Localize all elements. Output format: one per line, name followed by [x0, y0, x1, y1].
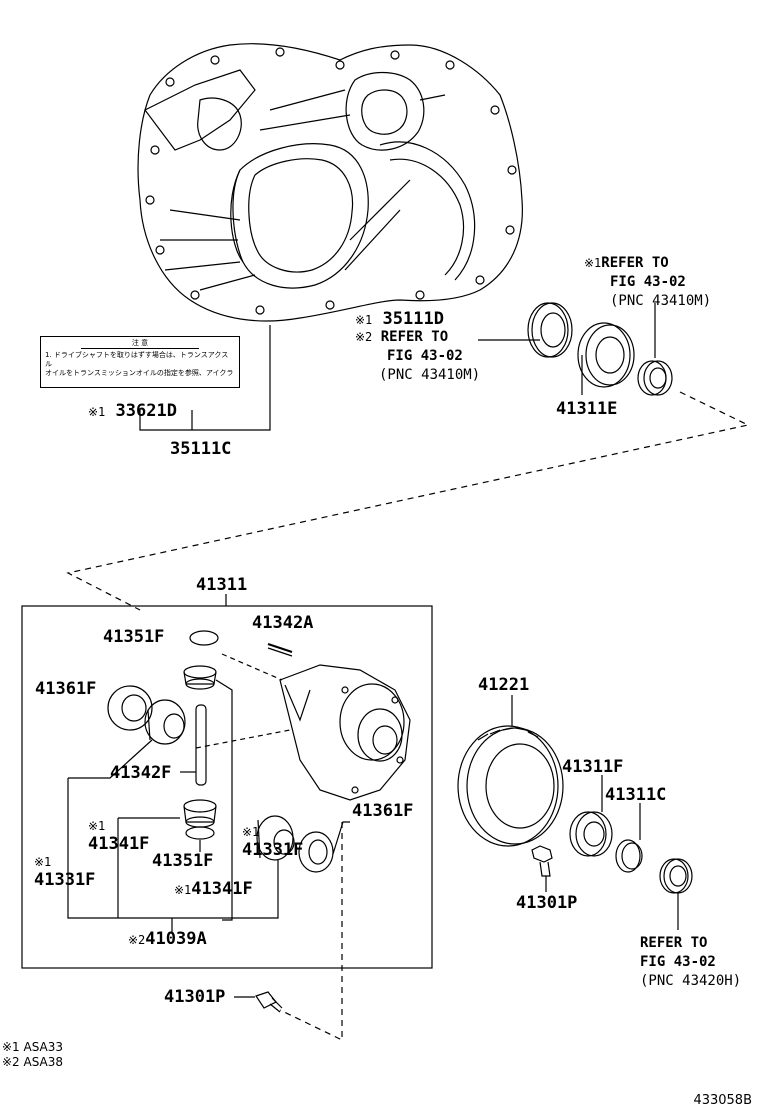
ref-line-3: (PNC 43420H): [640, 973, 742, 989]
mark-1: ※1: [88, 405, 106, 419]
ref-line-1: REFER TO: [601, 255, 669, 271]
differential-group-box: [21, 605, 433, 969]
part-number: 41039A: [145, 929, 207, 949]
part-number: 41331F: [242, 840, 304, 860]
caution-label: 注 意 1. ドライブシャフトを取りはずす場合は、トランスアクスル オイルをトラ…: [40, 336, 240, 388]
mark-1: ※1: [34, 855, 52, 869]
side-gear-left: [144, 699, 186, 745]
ref-note-bottom-right[interactable]: REFER TO FIG 43-02 (PNC 43420H): [640, 934, 741, 991]
part-label-41311F[interactable]: 41311F: [562, 757, 624, 777]
ref-line-2: FIG 43-02: [610, 274, 686, 290]
part-number: 35111D: [382, 309, 444, 329]
part-label-41351F-bottom[interactable]: 41351F: [152, 851, 214, 871]
washer-lower: [185, 826, 215, 840]
part-label-41221[interactable]: 41221: [478, 675, 530, 695]
ref-line-1: REFER TO: [640, 935, 708, 951]
thrust-washer-left: [107, 685, 153, 731]
part-label-33621D[interactable]: ※1 33621D: [88, 402, 177, 421]
bolt-right: [531, 845, 553, 877]
bearing-41311E: [577, 322, 635, 388]
part-label-35111D[interactable]: ※1 35111D: [355, 310, 444, 329]
part-label-41342A[interactable]: 41342A: [252, 613, 314, 633]
mark-2: ※2: [355, 330, 373, 344]
mark-1: ※1: [355, 313, 373, 327]
part-number: 41341F: [88, 834, 150, 854]
mark-1: ※1: [174, 883, 192, 897]
pinion-shaft: [195, 704, 207, 786]
ref-note-top-right[interactable]: ※1REFER TO FIG 43-02 (PNC 43410M): [584, 254, 711, 311]
part-label-41331F-mid[interactable]: ※1 41331F: [242, 822, 303, 859]
transaxle-housing: [137, 43, 523, 322]
mark-1: ※1: [242, 825, 260, 839]
ref-line-1: REFER TO: [380, 329, 449, 345]
part-label-41301P-left[interactable]: 41301P: [164, 987, 226, 1007]
ring-gear: [457, 725, 564, 847]
part-label-41301P-right[interactable]: 41301P: [516, 893, 578, 913]
ref-note-middle[interactable]: ※2 REFER TO FIG 43-02 (PNC 43410M): [355, 328, 480, 385]
part-label-41331F-left[interactable]: ※1 41331F: [34, 852, 95, 889]
part-label-41361F-left[interactable]: 41361F: [35, 679, 97, 699]
pinion-gear-lower: [183, 799, 217, 828]
part-label-41351F-top[interactable]: 41351F: [103, 627, 165, 647]
mark-2: ※2: [128, 933, 146, 947]
caution-line-2: オイルをトランスミッションオイルの指定を参照、アイクラ: [45, 369, 234, 377]
part-label-41311[interactable]: 41311: [196, 575, 248, 595]
bearing-cup-upper: [637, 360, 673, 396]
washer-top: [189, 630, 219, 646]
caution-line-1: 1. ドライブシャフトを取りはずす場合は、トランスアクスル: [45, 351, 229, 368]
part-label-41342F[interactable]: 41342F: [110, 763, 172, 783]
differential-case: [279, 664, 411, 801]
note-asa33: ※1 ASA33: [2, 1040, 64, 1054]
note-asa38: ※2 ASA38: [2, 1055, 64, 1069]
part-label-41341F-left[interactable]: ※1 41341F: [88, 816, 149, 853]
bearing-cup-41311C: [615, 839, 643, 873]
part-label-35111C[interactable]: 35111C: [170, 439, 232, 459]
part-label-41361F-right[interactable]: 41361F: [352, 801, 414, 821]
part-label-41311E[interactable]: 41311E: [556, 399, 618, 419]
ref-line-3: (PNC 43410M): [610, 293, 712, 309]
side-gear-right: [256, 815, 295, 861]
part-number: 41331F: [34, 870, 96, 890]
part-number: 41341F: [191, 879, 253, 899]
part-label-41039A[interactable]: ※241039A: [128, 930, 207, 949]
pinion-gear-top: [183, 665, 217, 690]
bearing-41311F: [569, 811, 613, 857]
ref-line-2: FIG 43-02: [387, 348, 463, 364]
bolt-left: [255, 991, 283, 1013]
part-number: 33621D: [115, 401, 177, 421]
ref-line-3: (PNC 43410M): [379, 367, 481, 383]
mark-1: ※1: [584, 256, 602, 270]
part-label-41311C[interactable]: 41311C: [605, 785, 667, 805]
oil-seal-upper: [527, 302, 573, 358]
figure-id: 433058B: [693, 1093, 752, 1108]
part-label-41341F-bottom[interactable]: ※141341F: [174, 880, 253, 899]
ref-line-2: FIG 43-02: [640, 954, 716, 970]
oil-seal-lower: [659, 858, 693, 894]
caution-title: 注 意: [81, 339, 199, 349]
mark-1: ※1: [88, 819, 106, 833]
thrust-washer-right: [298, 831, 334, 873]
